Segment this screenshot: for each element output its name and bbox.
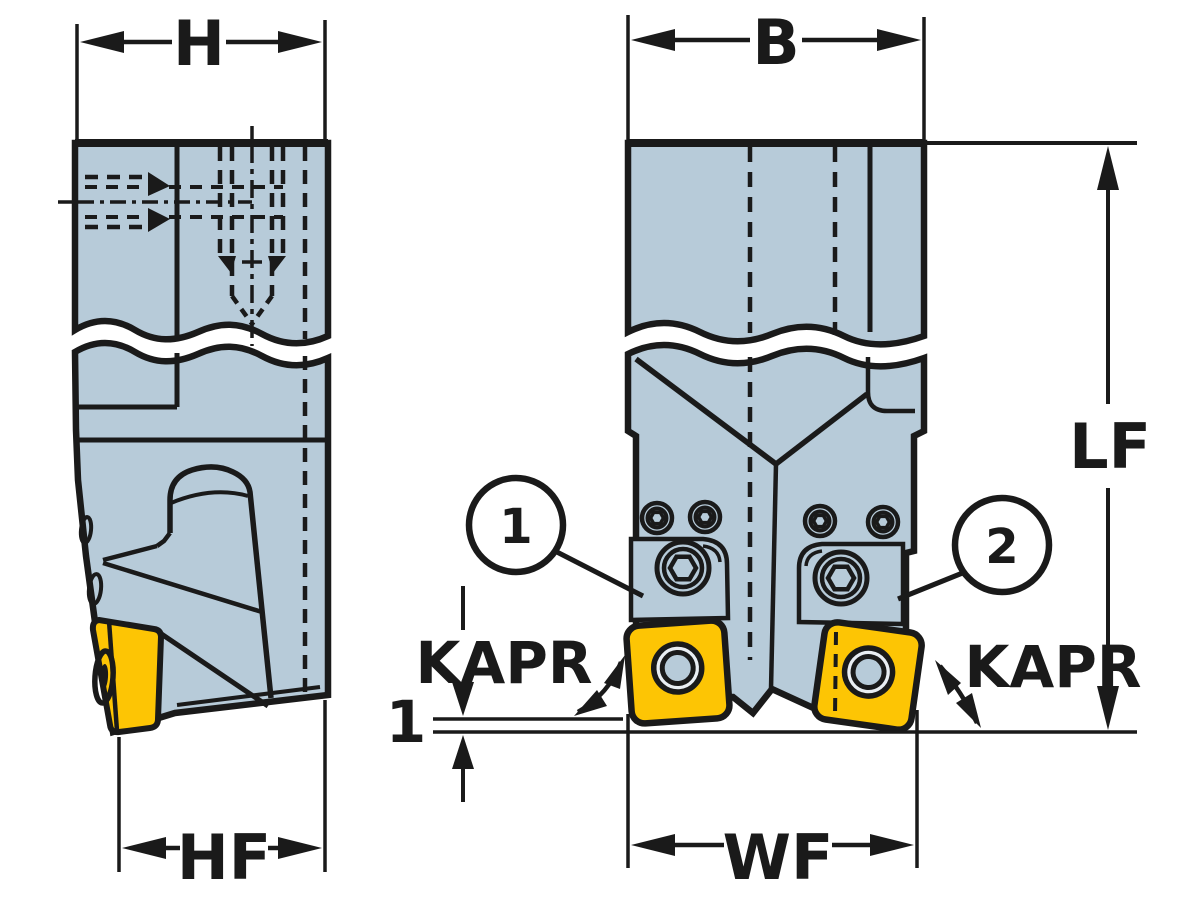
hex-socket-icon xyxy=(874,514,892,530)
extension-line xyxy=(117,700,327,872)
notch-line xyxy=(731,687,774,717)
dimension-h: H xyxy=(75,7,327,141)
facet-line xyxy=(102,560,263,615)
arrowhead-right xyxy=(870,834,914,856)
dimension-b-label: B xyxy=(752,6,799,79)
clamp-slot-outline xyxy=(167,464,274,699)
hex-socket-icon xyxy=(825,564,857,592)
dimension-kapr-right-label: KAPR xyxy=(964,633,1141,701)
step-line xyxy=(76,353,180,410)
pocket-corner-line xyxy=(702,544,722,563)
callout-leader-line xyxy=(551,547,645,599)
extension-line xyxy=(626,710,919,868)
extension-line xyxy=(75,20,327,141)
hidden-line xyxy=(833,631,838,717)
dimension-kapr-right: KAPR xyxy=(935,633,1142,728)
dimension-lf: LF xyxy=(924,141,1151,730)
dimension-wf: WF xyxy=(626,710,919,894)
facet-line xyxy=(102,543,158,563)
chamfer-mark xyxy=(148,172,170,196)
arrowhead-up xyxy=(1097,146,1119,190)
hex-socket-icon xyxy=(667,554,699,582)
left-view xyxy=(58,126,332,737)
arrowhead-right xyxy=(278,31,322,53)
chamfer-mark xyxy=(268,256,286,273)
dimension-lf-label: LF xyxy=(1069,410,1151,483)
small-screw xyxy=(865,504,901,540)
small-screw xyxy=(687,499,723,535)
arrowhead-right xyxy=(877,29,921,51)
right-view-insert-1 xyxy=(623,617,733,727)
v-facet-line xyxy=(634,356,778,467)
edge-screw-detail xyxy=(78,515,94,545)
arrowhead-up xyxy=(452,735,474,769)
insert-edge-hole-inner xyxy=(99,664,109,690)
dimension-h-label: H xyxy=(173,7,225,80)
center-ridge-line xyxy=(768,463,779,690)
right-view xyxy=(623,139,928,733)
dimension-b: B xyxy=(626,6,926,140)
dimension-offset-label: 1 xyxy=(386,688,426,756)
hidden-line xyxy=(230,294,254,326)
small-screw xyxy=(639,500,675,536)
hex-socket-icon xyxy=(696,509,714,525)
facet-line xyxy=(155,531,172,548)
clamp-slot-inner-line xyxy=(170,490,249,505)
arrowhead-down xyxy=(452,682,474,716)
left-view-insert xyxy=(89,616,165,736)
dimension-offset-1: 1 xyxy=(386,586,474,802)
callout-2-circle xyxy=(951,494,1053,596)
pocket-corner-line xyxy=(804,549,823,567)
insert-screw xyxy=(654,539,712,597)
arrowhead-left xyxy=(631,834,675,856)
dimension-kapr-left-label: KAPR xyxy=(415,629,592,697)
arrowhead xyxy=(956,693,981,728)
small-screw xyxy=(802,503,838,539)
hex-socket-icon xyxy=(648,510,666,526)
extension-line xyxy=(626,15,926,140)
callout-2-digit: 2 xyxy=(985,519,1018,575)
insert-hole-inner xyxy=(659,650,696,687)
left-view-upper-body xyxy=(71,139,332,347)
arrowhead-down xyxy=(1097,686,1119,730)
callout-2: 2 xyxy=(897,494,1053,602)
arrowhead-left xyxy=(631,29,675,51)
callout-1-circle xyxy=(465,474,567,576)
hex-socket-icon xyxy=(811,513,829,529)
arrowhead-left xyxy=(122,837,166,859)
insert-hole-inner xyxy=(850,654,887,691)
hidden-line xyxy=(250,294,274,326)
bottom-face-line xyxy=(176,685,321,707)
callout-1: 1 xyxy=(465,474,645,599)
insert-screw xyxy=(812,549,870,607)
arrowhead-right xyxy=(278,837,322,859)
corner-relief-line xyxy=(865,357,915,414)
callout-1-digit: 1 xyxy=(499,499,532,555)
right-view-insert-2 xyxy=(811,619,925,733)
v-facet-line xyxy=(774,391,869,467)
chamfer-mark xyxy=(218,256,236,273)
insert-edge-hole xyxy=(92,648,116,706)
dimension-hf-label: HF xyxy=(177,821,271,894)
dimension-hf: HF xyxy=(117,700,327,894)
dimension-wf-label: WF xyxy=(723,821,834,894)
chamfer-mark xyxy=(148,208,170,232)
arrowhead xyxy=(935,660,961,695)
arrowhead xyxy=(574,690,607,716)
arrowhead xyxy=(604,655,625,689)
arrowhead-left xyxy=(80,31,124,53)
callout-leader-line xyxy=(897,569,966,602)
edge-screw-detail xyxy=(86,572,104,606)
dimension-kapr-left: KAPR xyxy=(415,629,625,716)
right-view-upper-body xyxy=(624,139,928,348)
